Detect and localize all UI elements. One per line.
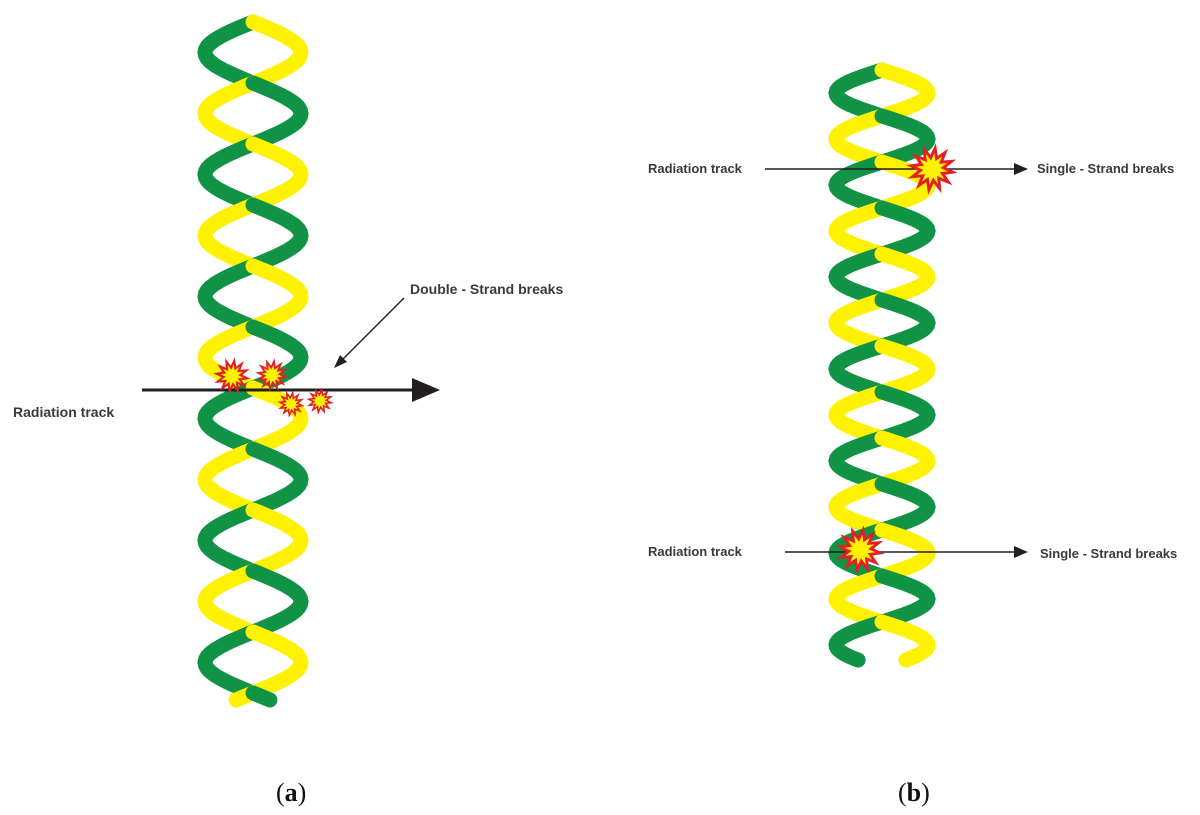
green-strand-segment bbox=[197, 624, 261, 701]
green-strand-segment bbox=[828, 62, 890, 124]
single-strand-breaks-label-top: Single - Strand breaks bbox=[1037, 161, 1175, 176]
green-strand-segment bbox=[197, 14, 261, 91]
radiation-track-label-b-top: Radiation track bbox=[648, 161, 742, 176]
yellow-strand-segment bbox=[874, 614, 936, 668]
yellow-strand-segment bbox=[874, 62, 936, 124]
single-strand-breaks-label-bottom: Single - Strand breaks bbox=[1040, 546, 1178, 561]
yellow-strand-segment bbox=[197, 197, 261, 274]
yellow-strand-segment bbox=[874, 522, 936, 584]
radiation-track-label-b-bottom: Radiation track bbox=[648, 544, 742, 559]
yellow-strand-segment bbox=[245, 14, 309, 91]
green-strand-segment bbox=[197, 502, 261, 579]
green-strand-segment bbox=[874, 200, 936, 262]
yellow-strand-segment bbox=[828, 292, 890, 354]
radiation-track-arrow-b-bottom bbox=[785, 546, 1028, 558]
radiation-track-label-a: Radiation track bbox=[13, 404, 115, 420]
yellow-strand-segment bbox=[197, 563, 261, 640]
damage-burst-core bbox=[916, 153, 948, 185]
yellow-strand-segment bbox=[245, 258, 309, 335]
green-strand-segment bbox=[197, 380, 261, 457]
damage-burst-core bbox=[844, 534, 876, 566]
yellow-strand-segment bbox=[245, 136, 309, 213]
green-strand-segment bbox=[197, 258, 261, 335]
damage-burst-core bbox=[220, 364, 244, 388]
yellow-strand-segment bbox=[874, 246, 936, 308]
caption-a: (a) bbox=[276, 778, 307, 807]
yellow-strand-segment bbox=[828, 568, 890, 630]
damage-burst-core bbox=[282, 395, 300, 413]
yellow-strand-segment bbox=[828, 476, 890, 538]
green-strand-segment bbox=[828, 614, 890, 668]
green-strand-segment bbox=[828, 246, 890, 308]
yellow-strand-segment bbox=[197, 441, 261, 518]
yellow-strand-segment bbox=[828, 384, 890, 446]
green-strand-segment bbox=[245, 685, 278, 708]
green-strand-segment bbox=[874, 384, 936, 446]
radiation-track-arrow-b-top bbox=[765, 163, 1028, 175]
double-strand-breaks-label: Double - Strand breaks bbox=[410, 281, 564, 297]
green-strand-segment bbox=[245, 563, 309, 640]
green-strand-segment bbox=[245, 75, 309, 152]
yellow-strand-segment bbox=[245, 624, 309, 701]
green-strand-segment bbox=[245, 197, 309, 274]
dna-helix-b bbox=[828, 62, 936, 668]
green-strand-segment bbox=[828, 338, 890, 400]
green-strand-segment bbox=[874, 568, 936, 630]
green-strand-segment bbox=[874, 476, 936, 538]
green-strand-segment bbox=[874, 292, 936, 354]
yellow-strand-segment bbox=[828, 200, 890, 262]
green-strand-segment bbox=[245, 441, 309, 518]
damage-burst-core bbox=[261, 364, 283, 386]
double-strand-pointer-arrow bbox=[334, 297, 405, 368]
green-strand-segment bbox=[874, 108, 936, 170]
radiation-track-arrow-a bbox=[142, 378, 440, 402]
yellow-strand-segment bbox=[874, 338, 936, 400]
yellow-strand-segment bbox=[197, 75, 261, 152]
green-strand-segment bbox=[197, 136, 261, 213]
yellow-strand-segment bbox=[245, 502, 309, 579]
yellow-strand-segment bbox=[245, 380, 309, 457]
green-strand-segment bbox=[828, 430, 890, 492]
yellow-strand-segment bbox=[874, 430, 936, 492]
damage-burst-core bbox=[311, 392, 329, 410]
yellow-strand-segment bbox=[828, 108, 890, 170]
caption-b: (b) bbox=[898, 778, 930, 807]
dna-helix-a bbox=[197, 14, 309, 708]
